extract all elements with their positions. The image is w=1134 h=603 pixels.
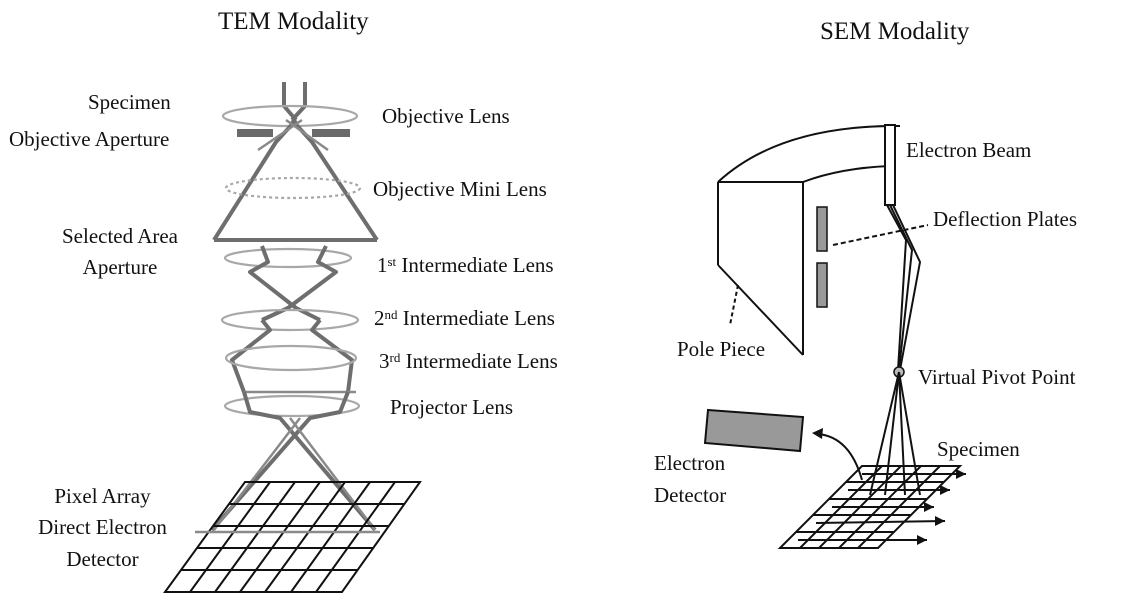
projector-lens-label: Projector Lens bbox=[390, 395, 514, 419]
deflection-plate-upper bbox=[816, 206, 828, 252]
second-intermediate-text: Intermediate Lens bbox=[397, 306, 555, 330]
objective-mini-lens bbox=[224, 176, 362, 200]
tem-ray-e bbox=[248, 245, 321, 322]
first-intermediate-sup: st bbox=[387, 254, 397, 269]
objective-aperture-label: Objective Aperture bbox=[9, 127, 170, 151]
tem-ray-b bbox=[290, 118, 379, 242]
first-intermediate-num: 1 bbox=[377, 253, 388, 277]
first-intermediate-lens-label: 1st Intermediate Lens bbox=[377, 253, 554, 277]
detector-label-line2: Direct Electron bbox=[38, 515, 167, 539]
projector-lens bbox=[223, 394, 361, 418]
electron-beam-label: Electron Beam bbox=[906, 138, 1032, 162]
tem-incoming-ray-right bbox=[290, 82, 307, 122]
sem-beam-ray-3 bbox=[889, 204, 914, 371]
tem-ray-d bbox=[257, 118, 303, 152]
first-intermediate-text: Intermediate Lens bbox=[396, 253, 554, 277]
tem-ray-g bbox=[230, 318, 272, 393]
emission-arrowhead bbox=[812, 428, 823, 439]
second-intermediate-lens bbox=[220, 308, 360, 332]
third-intermediate-lens-label: 3rd Intermediate Lens bbox=[379, 349, 558, 373]
second-intermediate-lens-label: 2nd Intermediate Lens bbox=[374, 306, 555, 330]
scan-direction-arrows bbox=[798, 469, 966, 545]
first-intermediate-lens bbox=[223, 247, 353, 269]
pole-piece-bottom-edge bbox=[717, 264, 804, 356]
tem-ray-f bbox=[261, 245, 338, 322]
selected-area-label-line2: Aperture bbox=[82, 255, 158, 279]
second-intermediate-num: 2 bbox=[374, 306, 385, 330]
objective-mini-lens-label: Objective Mini Lens bbox=[373, 177, 547, 201]
sem-beam-ray-2 bbox=[892, 204, 922, 371]
electron-detector-label-line1: Electron bbox=[654, 451, 726, 475]
specimen-label: Specimen bbox=[88, 90, 171, 114]
third-intermediate-text: Intermediate Lens bbox=[400, 349, 558, 373]
deflection-plates-label: Deflection Plates bbox=[933, 207, 1078, 231]
second-intermediate-sup: nd bbox=[384, 307, 398, 322]
deflection-plates-leader bbox=[832, 224, 929, 246]
objective-lens-label: Objective Lens bbox=[382, 104, 510, 128]
objective-aperture-right-plate bbox=[312, 129, 350, 137]
detector-label-line1: Pixel Array bbox=[54, 484, 151, 508]
detector-label-line3: Detector bbox=[66, 547, 139, 571]
sem-scan-ray-2 bbox=[884, 371, 900, 496]
third-intermediate-lens bbox=[224, 344, 358, 372]
electron-beam-column bbox=[884, 124, 896, 206]
objective-aperture-left-plate bbox=[237, 129, 273, 137]
pixel-array-detector-grid bbox=[163, 481, 422, 593]
electron-detector-box bbox=[703, 408, 805, 453]
sem-title: SEM Modality bbox=[820, 18, 970, 45]
sem-optics bbox=[703, 124, 966, 549]
tem-ray-j bbox=[210, 391, 350, 532]
tem-title: TEM Modality bbox=[218, 8, 369, 35]
third-intermediate-num: 3 bbox=[379, 349, 390, 373]
third-intermediate-sup: rd bbox=[389, 350, 401, 365]
emission-curve-arrow bbox=[817, 433, 863, 481]
tem-ray-i bbox=[242, 391, 377, 532]
pole-piece-label: Pole Piece bbox=[677, 337, 766, 361]
selected-area-label-line1: Selected Area bbox=[61, 224, 179, 248]
pole-piece-top-arc bbox=[717, 124, 901, 183]
electron-detector-label-line2: Detector bbox=[654, 483, 727, 507]
pole-piece-inner-arc bbox=[802, 165, 891, 183]
virtual-pivot-point-label: Virtual Pivot Point bbox=[918, 365, 1076, 389]
pole-piece-leader bbox=[729, 284, 739, 326]
sem-specimen-label: Specimen bbox=[937, 437, 1020, 461]
tem-ray-l bbox=[213, 417, 301, 531]
tem-incoming-ray-left bbox=[282, 82, 298, 122]
tem-ray-k bbox=[289, 417, 376, 531]
tem-optics bbox=[163, 82, 422, 593]
deflection-plate-lower bbox=[816, 262, 828, 308]
sem-scan-ray-1 bbox=[869, 371, 900, 496]
tem-ray-h bbox=[310, 318, 354, 393]
